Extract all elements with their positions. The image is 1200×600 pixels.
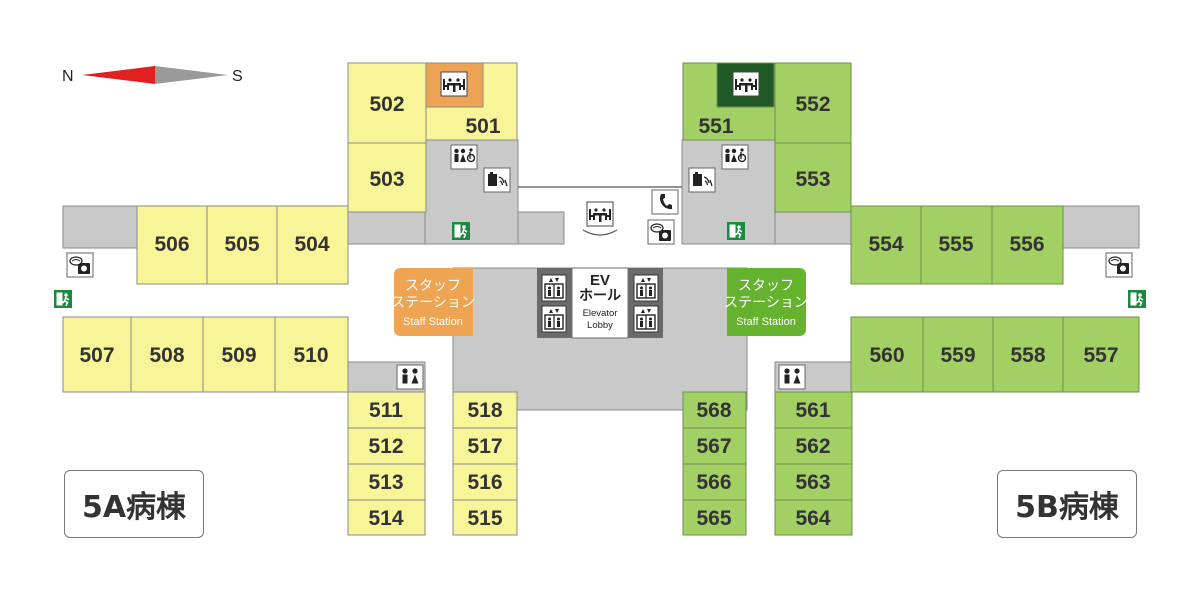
room-506[interactable]: 506 bbox=[154, 233, 189, 256]
room-502[interactable]: 502 bbox=[369, 93, 404, 116]
emergency-exit-icon bbox=[1127, 289, 1147, 309]
lounge-icon bbox=[440, 71, 468, 97]
room-555[interactable]: 555 bbox=[938, 233, 973, 256]
elevator-icon bbox=[541, 305, 567, 333]
compass-south-label: S bbox=[232, 68, 243, 85]
room-513[interactable]: 513 bbox=[368, 471, 403, 494]
room-501[interactable]: 501 bbox=[465, 115, 500, 138]
accessible-toilet-icon bbox=[721, 144, 749, 170]
elevator-icon bbox=[541, 274, 567, 302]
room-556[interactable]: 556 bbox=[1009, 233, 1044, 256]
room-512[interactable]: 512 bbox=[368, 435, 403, 458]
room-503[interactable]: 503 bbox=[369, 168, 404, 191]
accessible-toilet-icon bbox=[450, 144, 478, 170]
room-518[interactable]: 518 bbox=[467, 399, 502, 422]
compass-north-label: N bbox=[62, 68, 74, 85]
staff-station-a[interactable]: スタッフ ステーション Staff Station bbox=[391, 268, 475, 336]
room-515[interactable]: 515 bbox=[467, 507, 502, 530]
room-559[interactable]: 559 bbox=[940, 344, 975, 367]
room-558[interactable]: 558 bbox=[1010, 344, 1045, 367]
staff-station-b-label2: ステーション bbox=[724, 295, 808, 311]
ward-a-rooms bbox=[62, 62, 518, 536]
lounge-arc bbox=[582, 229, 618, 236]
staff-station-a-label2: ステーション bbox=[391, 295, 475, 311]
room-514[interactable]: 514 bbox=[368, 507, 403, 530]
room-552[interactable]: 552 bbox=[795, 93, 830, 116]
pantry-icon bbox=[688, 167, 716, 193]
room-564[interactable]: 564 bbox=[795, 507, 830, 530]
lounge-icon bbox=[586, 201, 614, 227]
room-560[interactable]: 560 bbox=[869, 344, 904, 367]
laundry-icon bbox=[647, 219, 675, 245]
elevator-hall[interactable]: EV ホール Elevator Lobby bbox=[537, 267, 663, 339]
toilet-icon bbox=[778, 364, 806, 390]
room-557[interactable]: 557 bbox=[1083, 344, 1118, 367]
room-565[interactable]: 565 bbox=[696, 507, 731, 530]
elevator-icon bbox=[633, 274, 659, 302]
staff-station-a-en: Staff Station bbox=[403, 316, 463, 328]
room-567[interactable]: 567 bbox=[696, 435, 731, 458]
emergency-exit-icon bbox=[53, 289, 73, 309]
room-551[interactable]: 551 bbox=[698, 115, 733, 138]
phone-icon bbox=[651, 189, 679, 215]
pantry-icon bbox=[483, 167, 511, 193]
laundry-icon bbox=[66, 252, 94, 278]
elevator-hall-en1: Elevator bbox=[583, 308, 618, 319]
staff-station-a-label: スタッフ bbox=[405, 278, 461, 294]
room-511[interactable]: 511 bbox=[369, 399, 403, 422]
lounge-icon bbox=[732, 71, 760, 97]
room-563[interactable]: 563 bbox=[795, 471, 830, 494]
room-507[interactable]: 507 bbox=[79, 344, 114, 367]
room-510[interactable]: 510 bbox=[293, 344, 328, 367]
elevator-hall-en2: Lobby bbox=[587, 320, 613, 331]
room-505[interactable]: 505 bbox=[224, 233, 259, 256]
staff-station-b-en: Staff Station bbox=[736, 316, 796, 328]
compass-south-arrow bbox=[155, 66, 228, 84]
room-562[interactable]: 562 bbox=[795, 435, 830, 458]
ward-b-label: 5B病棟 bbox=[997, 470, 1137, 538]
room-561[interactable]: 561 bbox=[795, 399, 830, 422]
room-553[interactable]: 553 bbox=[795, 168, 830, 191]
laundry-icon bbox=[1105, 252, 1133, 278]
staff-station-b-label: スタッフ bbox=[738, 278, 794, 294]
emergency-exit-icon bbox=[726, 221, 746, 241]
room-554[interactable]: 554 bbox=[868, 233, 903, 256]
toilet-icon bbox=[396, 364, 424, 390]
ward-b-rooms bbox=[682, 62, 1140, 536]
room-508[interactable]: 508 bbox=[149, 344, 184, 367]
staff-station-b[interactable]: スタッフ ステーション Staff Station bbox=[724, 268, 808, 336]
room-516[interactable]: 516 bbox=[467, 471, 502, 494]
emergency-exit-icon bbox=[451, 221, 471, 241]
compass-north-arrow bbox=[82, 66, 155, 84]
room-566[interactable]: 566 bbox=[696, 471, 731, 494]
compass: N S bbox=[62, 66, 243, 85]
room-504[interactable]: 504 bbox=[294, 233, 329, 256]
room-517[interactable]: 517 bbox=[467, 435, 502, 458]
room-568[interactable]: 568 bbox=[696, 399, 731, 422]
ward-a-label: 5A病棟 bbox=[64, 470, 204, 538]
elevator-hall-label: EV bbox=[590, 272, 610, 289]
elevator-hall-label-jp: ホール bbox=[579, 288, 621, 304]
room-509[interactable]: 509 bbox=[221, 344, 256, 367]
elevator-icon bbox=[633, 305, 659, 333]
